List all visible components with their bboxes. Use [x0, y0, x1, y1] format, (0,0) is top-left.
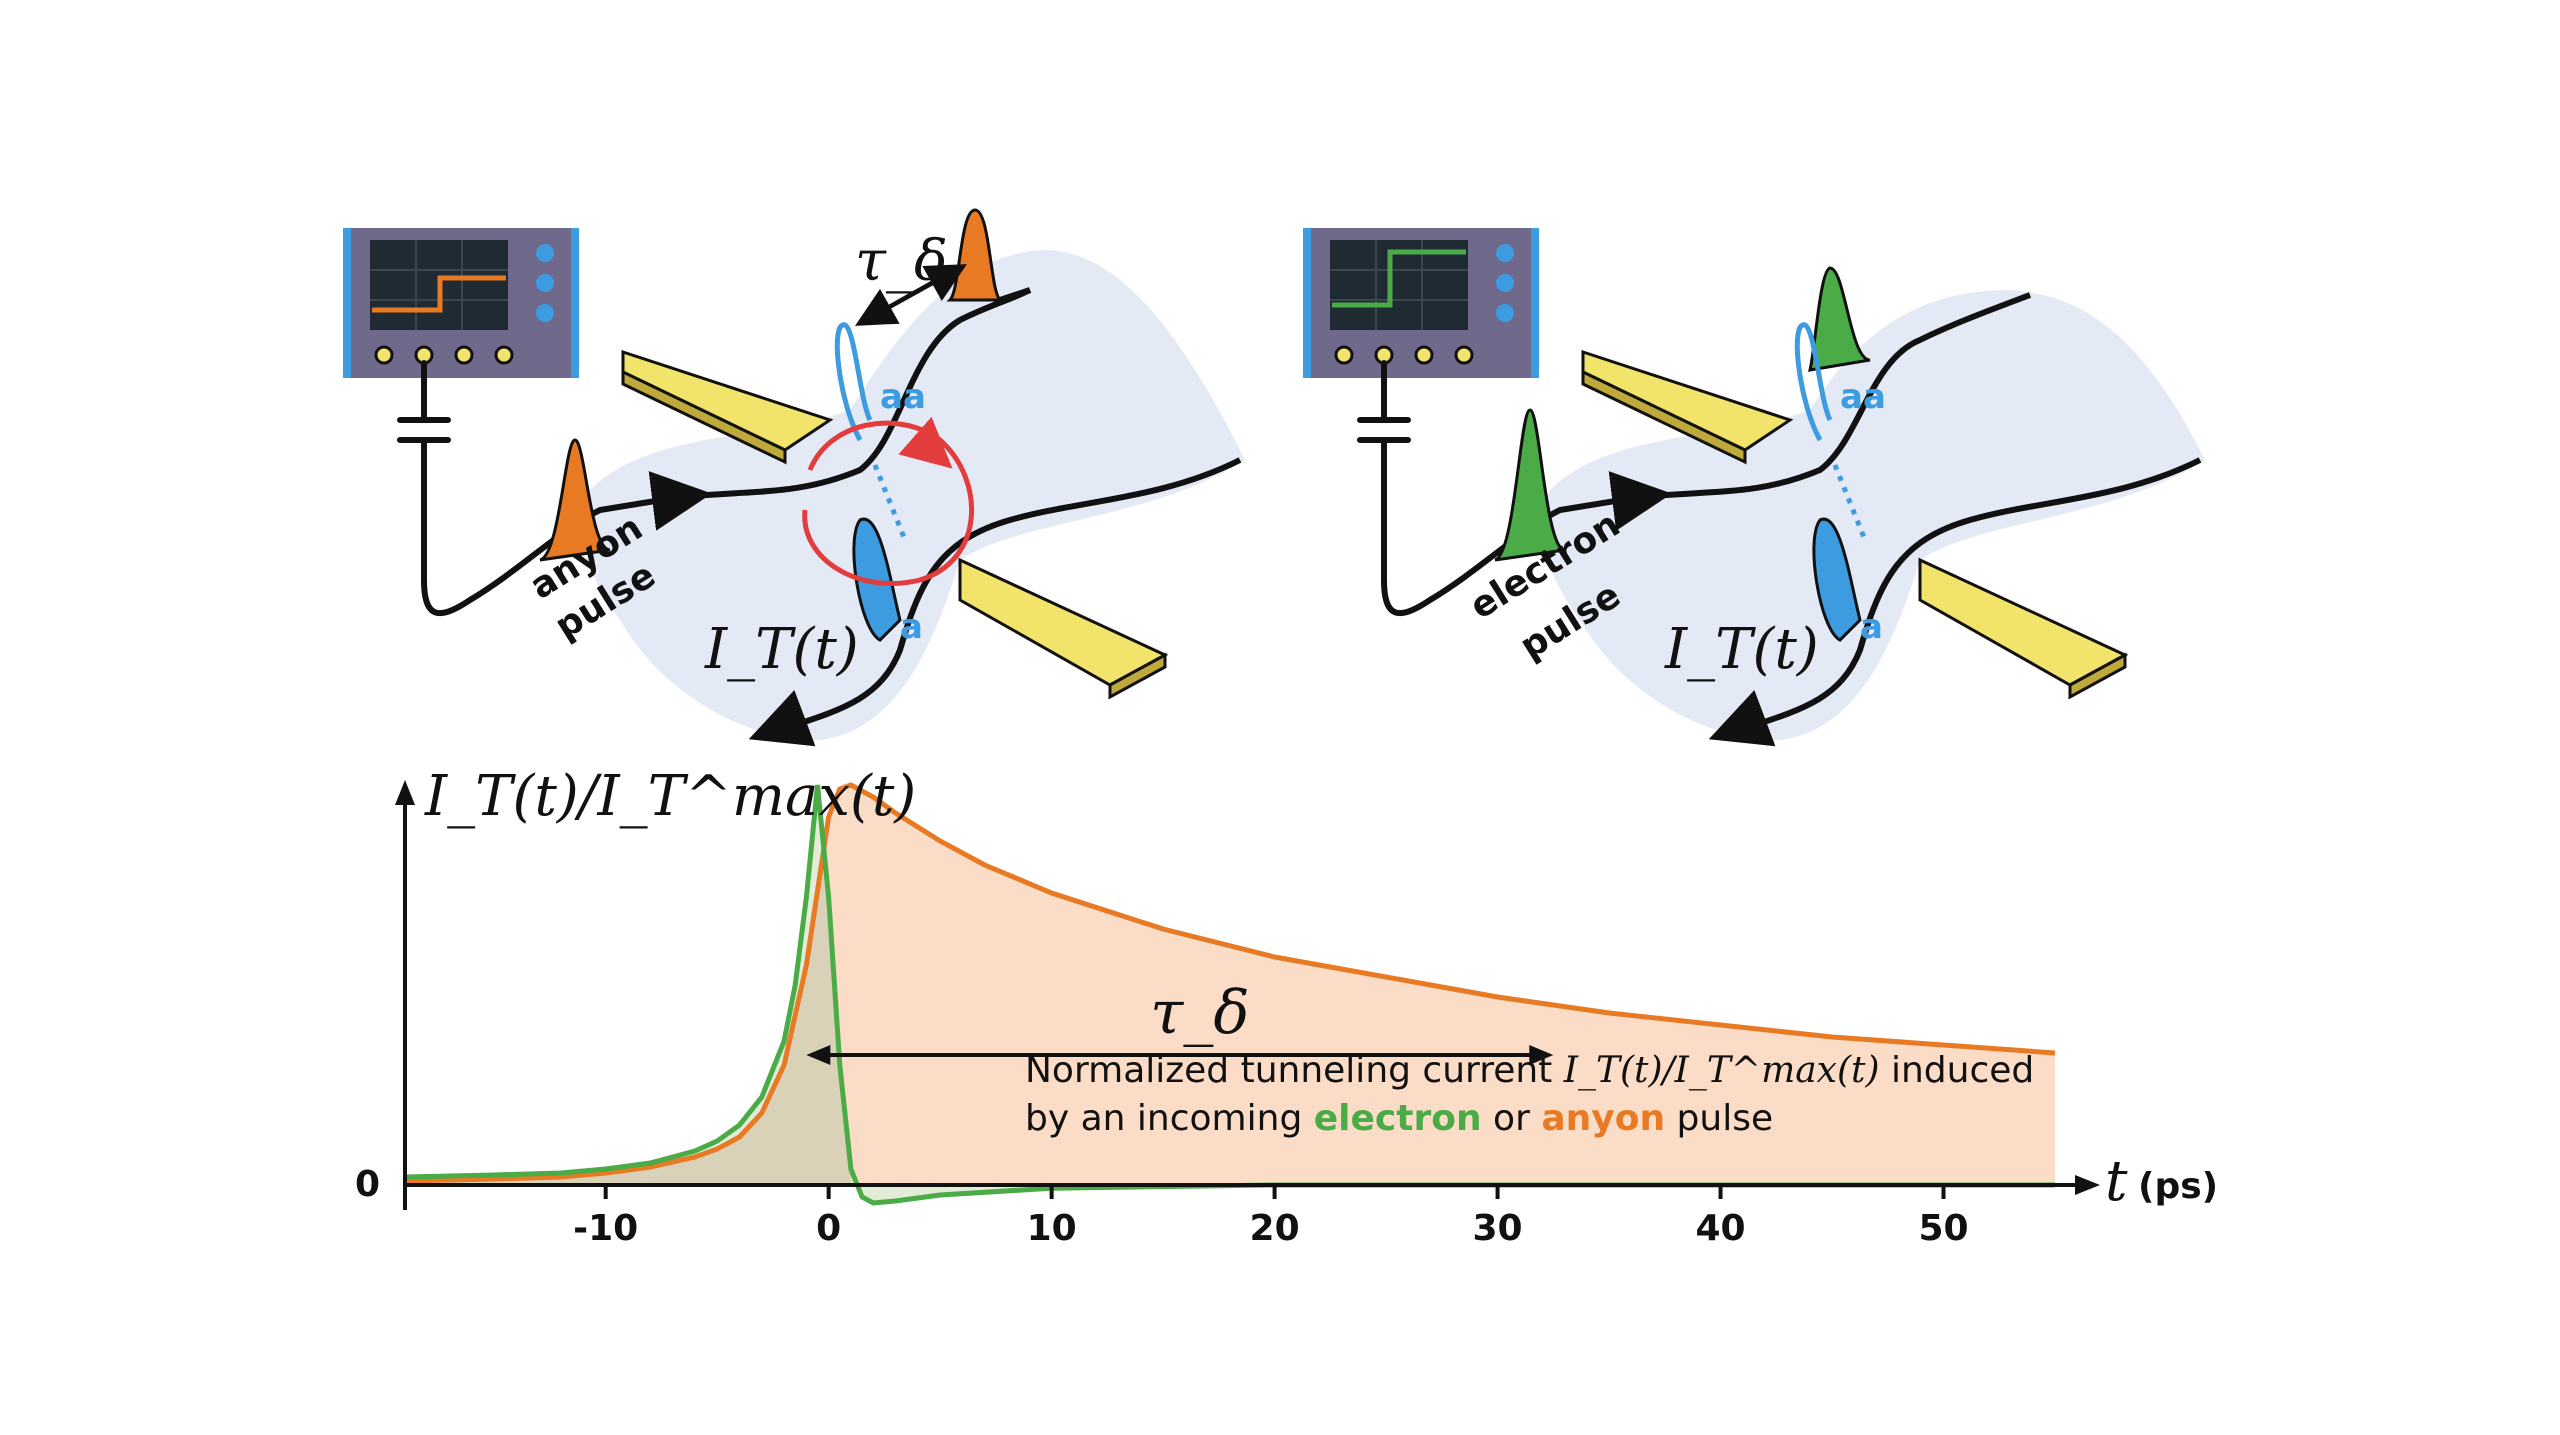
x-tick-label: 40 — [1695, 1208, 1745, 1249]
x-axis-unit: (ps) — [2138, 1166, 2218, 1207]
caption-line1-post: induced — [1891, 1050, 2034, 1091]
gate-top — [1581, 349, 1794, 465]
sample-region — [1541, 290, 2205, 740]
gate-top — [621, 349, 834, 465]
tau-label-anyon: τ_δ — [855, 229, 948, 294]
caption-line1-pre: Normalized tunneling current — [1025, 1050, 1552, 1091]
caption-formula: I_T(t)/I_T^max(t) — [1563, 1050, 1880, 1091]
gate-bottom — [1918, 557, 2129, 700]
panel-electron: aa a I_T(t) electron pulse — [1303, 228, 2205, 747]
incoming-pulse — [539, 438, 611, 562]
x-tick-label: 10 — [1027, 1208, 1077, 1249]
x-ticks: -10 0 10 20 30 40 50 — [403, 1185, 1969, 1249]
incoming-pulse — [1494, 408, 1566, 562]
gate-bottom — [958, 557, 1169, 700]
caption-line2-pre: by an incoming — [1025, 1098, 1302, 1139]
chart: -10 0 10 20 30 40 50 0 t (ps) I_T(t)/I_T^max(t… — [355, 764, 2218, 1249]
tau-arrow-head-right — [1529, 1045, 1554, 1065]
x-tick-label: 50 — [1918, 1208, 1968, 1249]
oscilloscope — [1303, 228, 1539, 378]
caption-mid: or — [1493, 1098, 1530, 1139]
current-label-anyon: I_T(t) — [704, 617, 859, 682]
anyon-line — [404, 782, 2056, 1184]
overlap-area — [405, 854, 851, 1185]
scope-trace — [372, 275, 506, 313]
caption-anyon: anyon — [1541, 1098, 1665, 1139]
caption-post: pulse — [1677, 1098, 1774, 1139]
sample-region — [581, 250, 1245, 740]
braiding-loop — [802, 420, 975, 586]
scope-trace — [1332, 249, 1466, 308]
y-tick-zero: 0 — [355, 1164, 380, 1205]
aa-label-electron: aa — [1840, 377, 1886, 417]
y-axis-label: I_T(t)/I_T^max(t) — [424, 764, 916, 829]
a-label-electron: a — [1860, 607, 1883, 647]
reflected-pulse — [1812, 517, 1862, 642]
x-tick-label: 0 — [816, 1208, 841, 1249]
tau-label-chart: τ_δ — [1150, 978, 1249, 1048]
current-label-electron: I_T(t) — [1664, 617, 1819, 682]
caption-electron: electron — [1314, 1098, 1482, 1139]
scope-screen — [1330, 240, 1468, 330]
transmitted-pulse — [1807, 266, 1871, 372]
x-tick-label: 20 — [1250, 1208, 1300, 1249]
caption-line-2: by an incoming electron or anyon pulse — [1025, 1098, 1773, 1139]
tau-arrow-head-left — [806, 1045, 831, 1065]
a-label-anyon: a — [900, 607, 923, 647]
oscilloscope — [343, 228, 579, 378]
x-tick-label: -10 — [573, 1208, 638, 1249]
x-axis-label: t — [2105, 1149, 2128, 1214]
x-tick-label: 30 — [1473, 1208, 1523, 1249]
panel-anyon: τ_δ aa a I_T(t) anyon pulse — [343, 208, 1245, 747]
aa-label-anyon: aa — [880, 377, 926, 417]
caption-line-1: Normalized tunneling current I_T(t)/I_T^… — [1025, 1050, 2034, 1091]
transmitted-pulse — [946, 208, 1004, 302]
reflected-pulse — [852, 517, 902, 642]
